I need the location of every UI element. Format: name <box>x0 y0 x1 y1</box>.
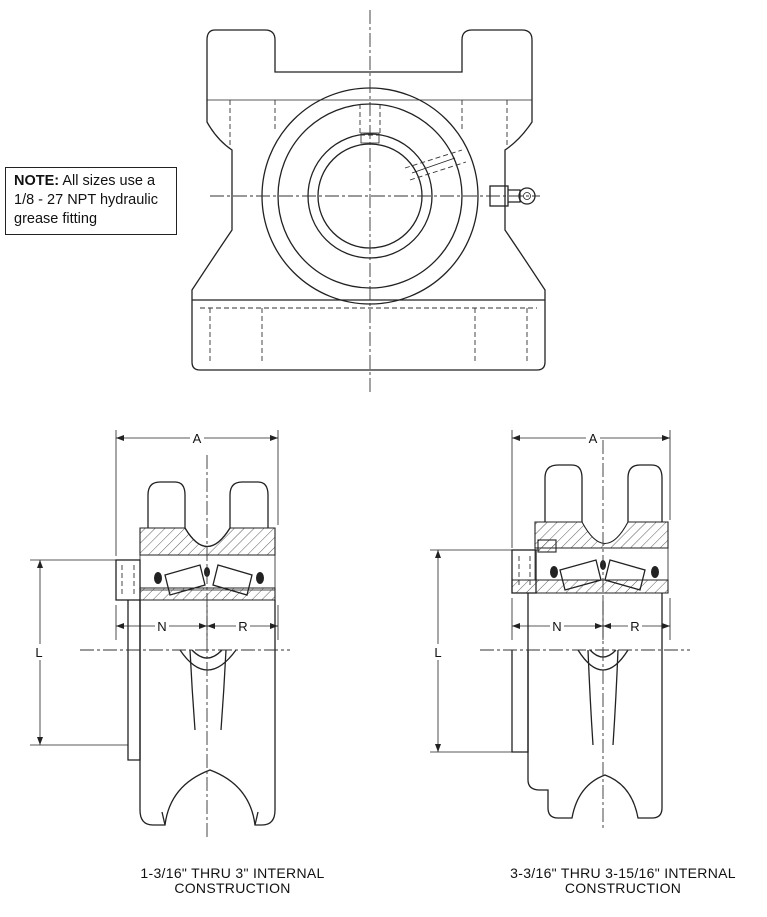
dim-n-left: N <box>157 619 166 634</box>
dim-r-right: R <box>630 619 639 634</box>
dim-l-left: L <box>35 645 42 660</box>
note-label: NOTE: <box>14 173 60 189</box>
caption-left-line2: CONSTRUCTION <box>174 880 291 896</box>
caption-left: 1-3/16" THRU 3" INTERNAL CONSTRUCTION <box>110 866 355 896</box>
caption-right-line1: 3-3/16" THRU 3-15/16" INTERNAL <box>510 865 736 881</box>
caption-right-line2: CONSTRUCTION <box>564 880 682 896</box>
section-view-right <box>480 440 690 830</box>
dim-n-right: N <box>552 619 561 634</box>
front-view-housing <box>191 10 546 395</box>
dim-a-left: A <box>193 431 202 446</box>
note-text: All sizes use a 1/8 - 27 NPT hydraulic g… <box>14 173 158 227</box>
grease-fitting-note: NOTE: All sizes use a 1/8 - 27 NPT hydra… <box>5 167 177 235</box>
dim-l-right: L <box>434 645 441 660</box>
dim-r-left: R <box>238 619 247 634</box>
caption-left-line1: 1-3/16" THRU 3" INTERNAL <box>140 865 325 881</box>
section-view-left <box>80 455 290 840</box>
caption-right: 3-3/16" THRU 3-15/16" INTERNAL CONSTRUCT… <box>488 866 758 896</box>
dim-a-right: A <box>589 431 598 446</box>
